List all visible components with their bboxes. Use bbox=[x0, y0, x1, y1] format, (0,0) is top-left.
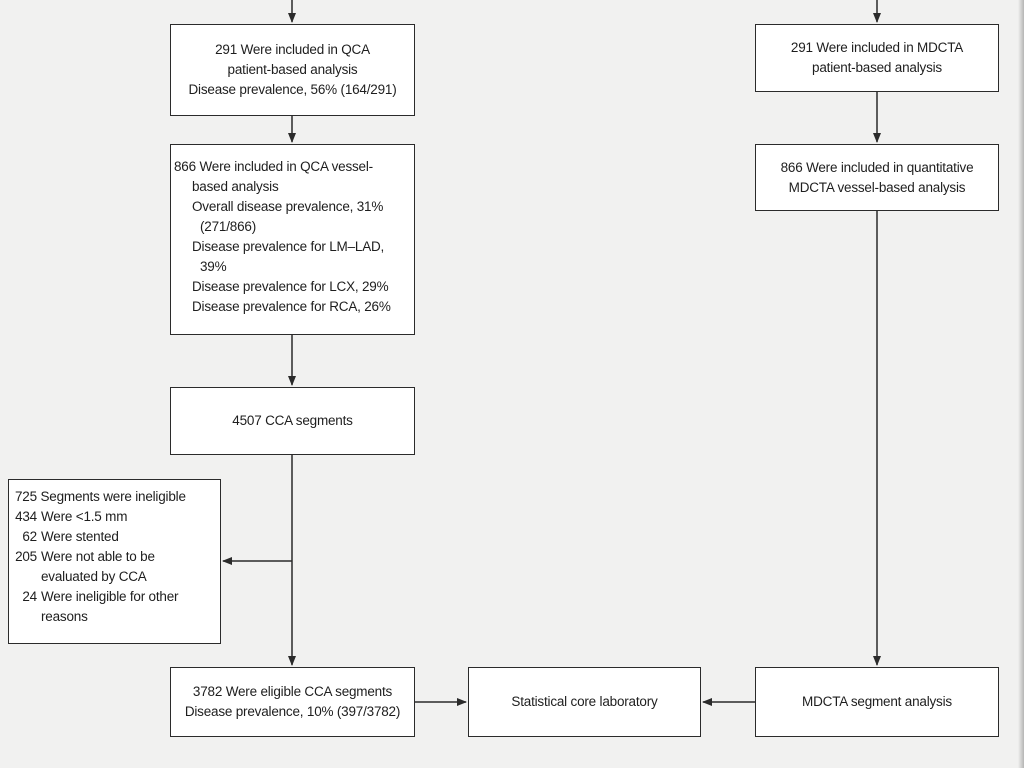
mdcta-patient-box: 291 Were included in MDCTA patient-based… bbox=[755, 24, 999, 92]
ineligible-text: Were not able to be bbox=[41, 549, 155, 564]
mdcta-vessel-box: 866 Were included in quantitative MDCTA … bbox=[755, 144, 999, 211]
ineligible-count: 24 bbox=[22, 589, 37, 604]
qca-vessel-line-5: Disease prevalence for LM–LAD, bbox=[192, 239, 385, 254]
ineligible-text: Were stented bbox=[41, 529, 119, 544]
qca-vessel-line-3: Overall disease prevalence, 31% bbox=[192, 199, 384, 214]
ineligible-count: 434 bbox=[15, 509, 37, 524]
ineligible-item: 434 Were <1.5 mm bbox=[15, 507, 220, 527]
qca-patient-line-1: 291 Were included in QCA bbox=[215, 42, 370, 57]
qca-patient-line-2: patient-based analysis bbox=[227, 62, 358, 77]
ineligible-continuation: evaluated by CCA bbox=[41, 569, 147, 584]
mdcta-patient-line-2: patient-based analysis bbox=[812, 60, 942, 75]
qca-vessel-line-7: Disease prevalence for LCX, 29% bbox=[192, 279, 389, 294]
stat-lab-box: Statistical core laboratory bbox=[468, 667, 701, 737]
qca-vessel-box: 866 Were included in QCA vessel- based a… bbox=[170, 144, 415, 335]
ineligible-count: 62 bbox=[22, 529, 37, 544]
qca-vessel-line-8: Disease prevalence for RCA, 26% bbox=[192, 299, 391, 314]
mdcta-vessel-line-1: 866 Were included in quantitative bbox=[780, 159, 974, 175]
ineligible-item: 205 Were not able to be bbox=[15, 547, 220, 567]
ineligible-item: 62 Were stented bbox=[15, 527, 220, 547]
ineligible-box: 725 Segments were ineligible 434 Were <1.… bbox=[8, 479, 221, 644]
qca-vessel-line-2: based analysis bbox=[192, 179, 279, 194]
page-edge-shadow bbox=[1018, 0, 1024, 768]
eligible-line-2: Disease prevalence, 10% (397/3782) bbox=[184, 704, 401, 719]
cca-segments-box: 4507 CCA segments bbox=[170, 387, 415, 455]
qca-vessel-line-1: 866 Were included in QCA vessel- bbox=[174, 159, 373, 174]
qca-vessel-line-4: (271/866) bbox=[200, 219, 256, 234]
qca-patient-line-3: Disease prevalence, 56% (164/291) bbox=[188, 82, 397, 97]
eligible-box: 3782 Were eligible CCA segments Disease … bbox=[170, 667, 415, 737]
ineligible-count: 205 bbox=[15, 549, 37, 564]
eligible-line-1: 3782 Were eligible CCA segments bbox=[192, 684, 393, 699]
mdcta-patient-line-1: 291 Were included in MDCTA bbox=[790, 40, 964, 55]
mdcta-segment-box: MDCTA segment analysis bbox=[755, 667, 999, 737]
cca-segments-label: 4507 CCA segments bbox=[232, 413, 353, 428]
ineligible-continuation: reasons bbox=[41, 609, 88, 624]
mdcta-vessel-line-2: MDCTA vessel-based analysis bbox=[788, 179, 966, 195]
qca-vessel-line-6: 39% bbox=[200, 259, 227, 274]
ineligible-title: 725 Segments were ineligible bbox=[15, 489, 186, 504]
qca-patient-box: 291 Were included in QCA patient-based a… bbox=[170, 24, 415, 116]
stat-lab-label: Statistical core laboratory bbox=[511, 694, 658, 709]
mdcta-segment-label: MDCTA segment analysis bbox=[802, 694, 952, 709]
ineligible-text: Were ineligible for other bbox=[41, 589, 179, 604]
ineligible-text: Were <1.5 mm bbox=[41, 509, 128, 524]
ineligible-item: 24 Were ineligible for other bbox=[15, 587, 220, 607]
